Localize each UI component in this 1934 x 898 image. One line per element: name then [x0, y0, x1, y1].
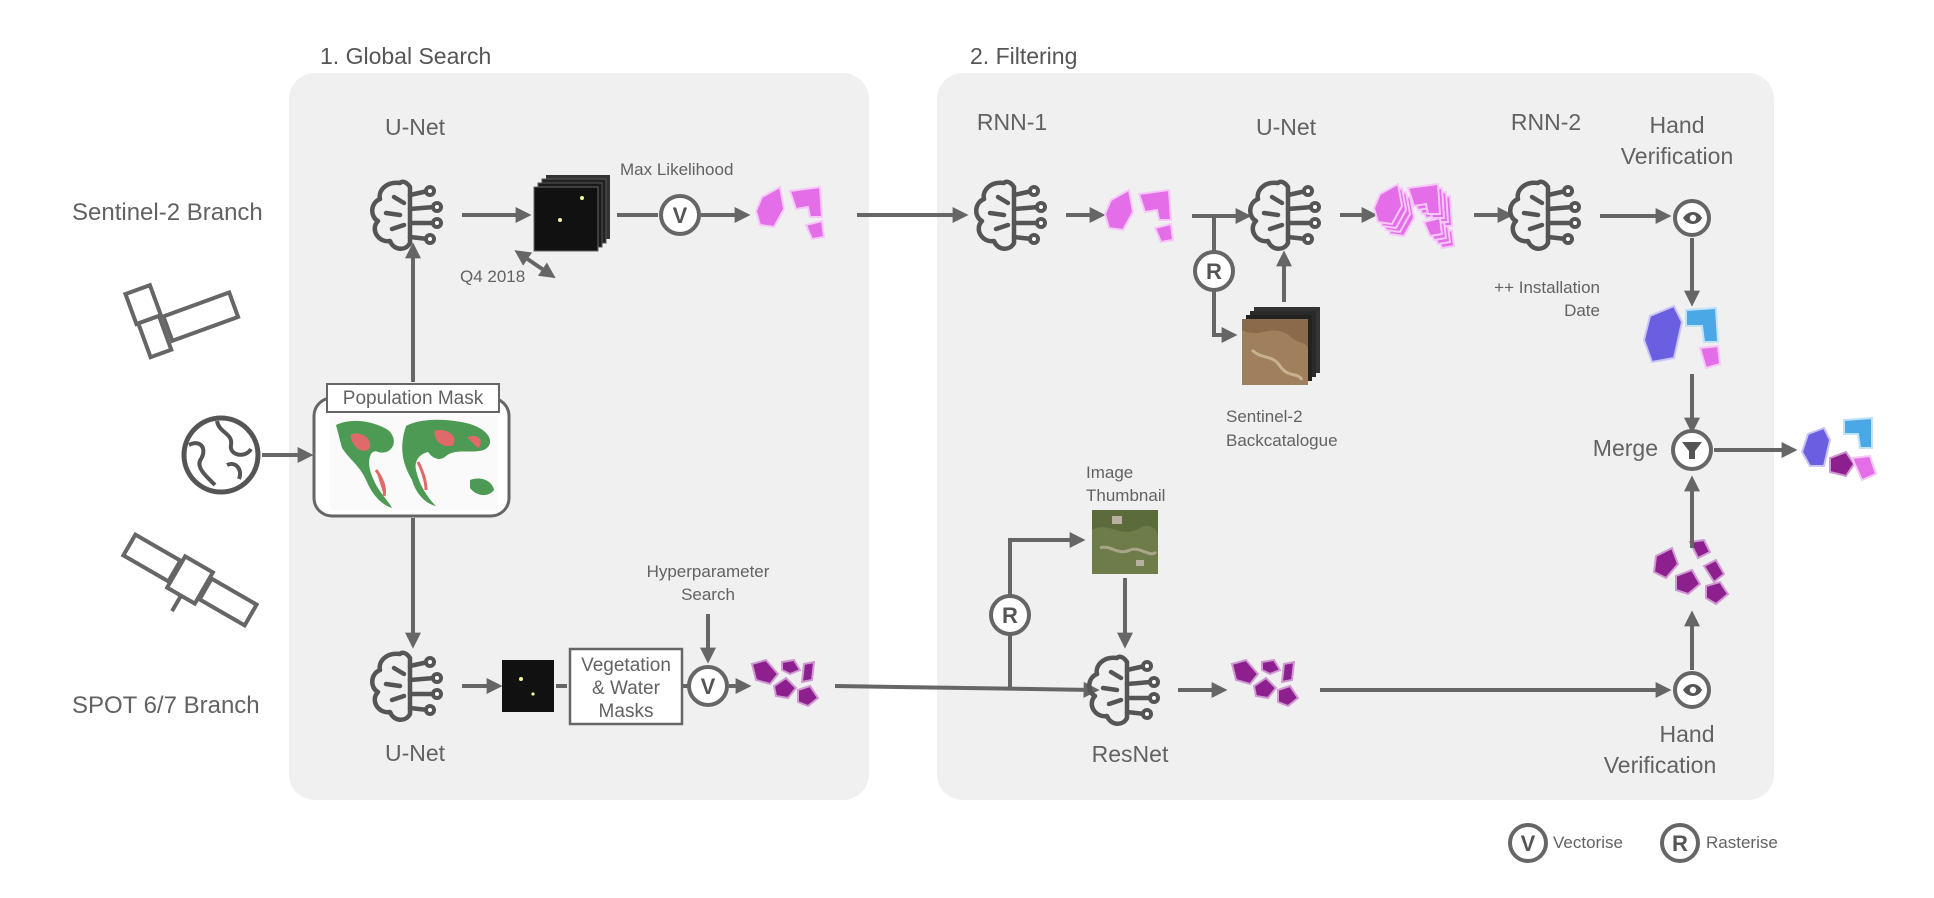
svg-text:V: V	[1521, 831, 1536, 856]
spot-branch-label: SPOT 6/7 Branch	[72, 692, 260, 719]
satellite-icon	[122, 282, 241, 360]
eye-icon	[1673, 199, 1711, 237]
vegetation-label-line3: Masks	[599, 701, 654, 722]
svg-text:R: R	[1206, 259, 1222, 284]
merged-output-polygons	[1800, 416, 1878, 482]
q4-2018-label: Q4 2018	[460, 267, 525, 286]
global-search-panel	[289, 73, 869, 800]
max-likelihood-label: Max Likelihood	[620, 160, 733, 179]
hand-verification-bottom-line1: Hand	[1660, 721, 1715, 747]
rnn1-label: RNN-1	[977, 109, 1047, 135]
rnn2-label: RNN-2	[1511, 109, 1581, 135]
rasterise-operator: R	[1193, 250, 1235, 292]
globe-icon	[181, 415, 261, 495]
verified-sentinel-polygons	[1642, 304, 1722, 370]
spot-prediction-image	[502, 660, 554, 712]
svg-text:V: V	[673, 203, 688, 228]
svg-text:R: R	[1002, 603, 1018, 628]
image-thumbnail	[1092, 510, 1158, 574]
hand-verification-top-line1: Hand	[1650, 112, 1705, 138]
thumbnail-label-line2: Thumbnail	[1086, 486, 1165, 505]
unet-bottom-label: U-Net	[385, 740, 446, 766]
hand-verification-bottom-line2: Verification	[1604, 752, 1717, 778]
filtering-panel	[937, 73, 1774, 800]
svg-text:R: R	[1672, 831, 1688, 856]
legend-rasterise-label: Rasterise	[1706, 833, 1778, 852]
verified-spot-polygons	[1652, 538, 1730, 606]
vegetation-label-line1: Vegetation	[581, 655, 671, 676]
image-stack-q4	[533, 175, 610, 252]
svg-text:V: V	[701, 674, 716, 699]
hyperparameter-label-line1: Hyperparameter	[647, 562, 770, 581]
installation-date-line2: Date	[1564, 301, 1600, 320]
rasterise-operator: R	[989, 594, 1031, 636]
legend: V Vectorise R Rasterise	[1508, 823, 1778, 863]
hyperparameter-label-line2: Search	[681, 585, 735, 604]
backcatalogue-label-line1: Sentinel-2	[1226, 407, 1303, 426]
resnet-label: ResNet	[1092, 741, 1169, 767]
unet-filter-label: U-Net	[1256, 114, 1317, 140]
hand-verification-top-line2: Verification	[1621, 143, 1734, 169]
sentinel-backcatalogue-stack	[1242, 307, 1320, 385]
merge-label: Merge	[1593, 435, 1658, 461]
legend-vectorise-symbol: V	[1508, 823, 1548, 863]
vectorise-operator: V	[687, 665, 729, 707]
legend-vectorise-label: Vectorise	[1553, 833, 1623, 852]
vectorise-operator: V	[659, 194, 701, 236]
population-mask-box: Population Mask	[312, 383, 511, 518]
section-title-global-search: 1. Global Search	[320, 43, 491, 69]
installation-date-line1: ++ Installation	[1494, 278, 1600, 297]
thumbnail-label-line1: Image	[1086, 463, 1133, 482]
funnel-icon	[1671, 429, 1713, 471]
unet-top-label: U-Net	[385, 114, 446, 140]
sentinel-branch-label: Sentinel-2 Branch	[72, 199, 263, 226]
population-mask-label: Population Mask	[343, 388, 484, 409]
vegetation-label-line2: & Water	[592, 678, 661, 699]
vegetation-water-masks-box: Vegetation & Water Masks	[568, 647, 684, 726]
section-title-filtering: 2. Filtering	[970, 43, 1077, 69]
world-map-image	[330, 415, 498, 510]
backcatalogue-label-line2: Backcatalogue	[1226, 431, 1338, 450]
eye-icon	[1673, 671, 1711, 709]
legend-rasterise-symbol: R	[1660, 823, 1700, 863]
satellite-icon	[120, 531, 260, 629]
